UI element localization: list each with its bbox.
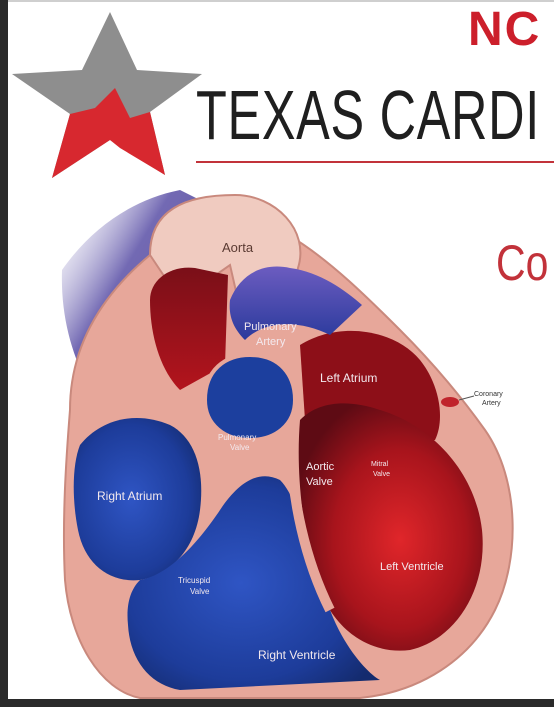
star-logo-icon [12,12,202,178]
label-aortic-valve-1: Aortic [306,461,335,473]
label-mitral-valve-1: Mitral [371,461,389,468]
label-coronary-artery-2: Artery [482,400,501,407]
label-tricuspid-valve-1: Tricuspid [178,576,210,585]
frame-left-edge [0,0,8,707]
frame-bottom-edge [0,699,554,707]
section-title: Co [496,238,548,288]
label-coronary-artery-1: Coronary [474,391,503,398]
label-pulmonary-artery-1: Pulmonary [244,321,297,333]
label-right-atrium: Right Atrium [97,489,162,503]
label-left-ventricle: Left Ventricle [380,561,444,573]
label-pulmonary-artery-2: Artery [256,336,286,348]
organization-name: TEXAS CARDI [196,80,540,150]
label-mitral-valve-2: Valve [373,471,390,478]
label-pulmonary-valve-1: Pulmonary [218,433,256,442]
label-pulmonary-valve-2: Valve [230,443,250,452]
header-top-word: NC [468,6,541,54]
label-right-ventricle: Right Ventricle [258,648,336,662]
label-left-atrium: Left Atrium [320,371,377,385]
header-divider [196,161,554,163]
frame-top-edge [0,0,554,2]
label-aorta: Aorta [222,240,254,255]
label-tricuspid-valve-2: Valve [190,587,210,596]
label-aortic-valve-2: Valve [306,476,333,488]
